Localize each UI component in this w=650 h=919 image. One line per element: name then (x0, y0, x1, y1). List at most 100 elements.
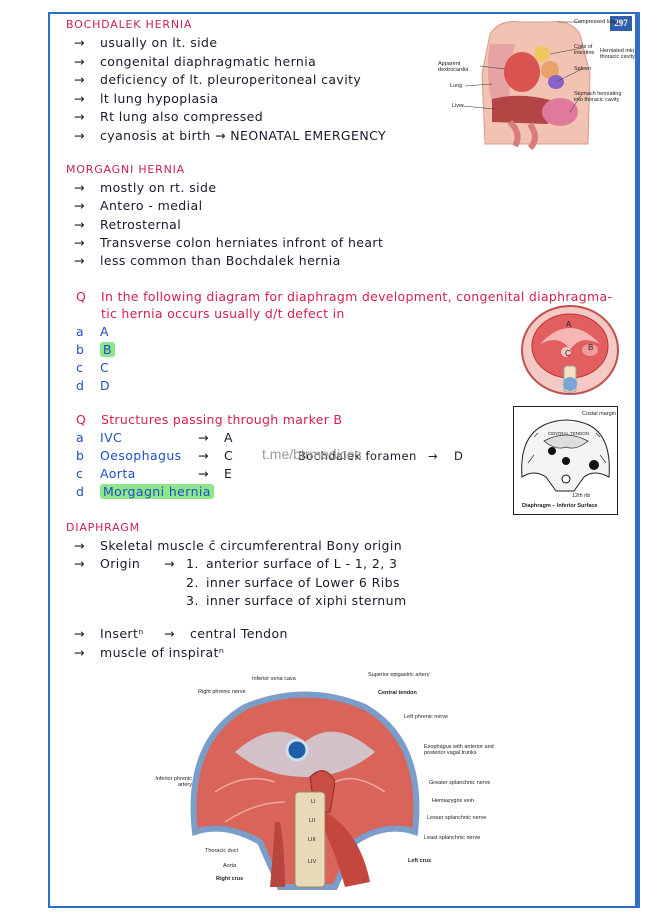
bochdalek-point: → cyanosis at birth → NEONATAL EMERGENCY (74, 128, 386, 143)
q2-option-letter: c (76, 466, 84, 481)
q1-label: Q (76, 289, 87, 304)
label-greater-splanchnic: Greater splanchnic nerve (429, 780, 491, 786)
q2-option-target: C (224, 448, 234, 463)
bochdalek-point-text: congenital diaphragmatic hernia (100, 53, 317, 69)
fig1-label-c: C (565, 349, 571, 358)
label-coils: Coils of intestine (574, 44, 595, 56)
q2-option-target: E (224, 466, 233, 481)
fig1-label-b: B (588, 343, 594, 352)
morgagni-point: →Retrosternal (74, 217, 181, 232)
diaphragm-muscle-inspiration: →muscle of inspiratⁿ (74, 645, 225, 660)
arrow-icon: → (74, 53, 85, 69)
arrow-icon: → (74, 180, 85, 195)
bochdalek-point-text: lt lung hypoplasia (100, 90, 219, 106)
q2-option-target: A (224, 430, 233, 445)
q2-text: Structures passing through marker B (101, 412, 343, 427)
q1-option-letter: d (76, 378, 85, 393)
insertion-target: →central Tendon (164, 626, 288, 641)
label-lung: Lung (450, 83, 463, 89)
origin-text: inner surface of Lower 6 Ribs (206, 574, 400, 590)
morgagni-point-text: less common than Bochdalek hernia (100, 253, 341, 269)
label-central-tendon: Central tendon (378, 690, 417, 696)
diaphragm-title: DIAPHRAGM (66, 521, 140, 534)
morgagni-point: → less common than Bochdalek hernia (74, 253, 341, 268)
label-aorta: Aorta (223, 863, 237, 869)
bochdalek-point-text: usually on lt. side (100, 35, 218, 50)
diaphragm-insertion: →Insertⁿ (74, 626, 144, 641)
diaphragm-anatomy-figure (190, 691, 420, 890)
label-least-splanchnic: Least splanchnic nerve (424, 835, 481, 841)
morgagni-point: → Transverse colon herniates infront of h… (74, 235, 383, 250)
q1-text-line2: tic hernia occurs usually d/t defect in (101, 306, 345, 321)
arrow-icon: → (74, 35, 85, 50)
q2-option-arrow: →C (198, 448, 233, 463)
diaphragm-inferior-figure: Costal margin CENTRAL TENDON 12th rib Di… (513, 406, 618, 515)
label-superior-epigastric: Superior epigastric artery (368, 672, 430, 678)
q2-option-arrow: →E (198, 466, 232, 481)
q2-option-text: IVC (100, 430, 123, 445)
label-central-tendon-small: CENTRAL TENDON (548, 431, 590, 436)
arrow-icon: → (74, 72, 85, 87)
q1-text-line1: In the following diagram for diaphragm d… (101, 289, 613, 304)
diaphragm-development-figure (521, 305, 619, 395)
q1-option-letter: b (76, 342, 85, 357)
label-costal-margin: Costal margin (582, 411, 616, 417)
morgagni-point-text: Transverse colon herniates infront of he… (100, 234, 384, 250)
origin-text: anterior surface of L - 1, 2, 3 (206, 556, 398, 571)
bochdalek-point: → congenital diaphragmatic hernia (74, 54, 316, 69)
morgagni-point-text: Antero - medial (100, 198, 203, 214)
q1-option-letter: c (76, 360, 84, 375)
q2-label: Q (76, 412, 87, 427)
origin-number: 2. (186, 574, 199, 590)
bochdalek-hernia-figure (461, 21, 591, 151)
label-lesser-splanchnic: Lesser splanchnic nerve (427, 815, 487, 821)
arrow-icon: → (198, 466, 209, 481)
arrow-icon: → (74, 90, 85, 106)
bochdalek-foramen-note: Bochdalek foramen (298, 449, 417, 463)
origin-item: 2. inner surface of Lower 6 Ribs (186, 575, 400, 590)
label-l3: LIII (308, 837, 316, 843)
q1-option-text: B (100, 342, 115, 357)
q2-option-arrow: →A (198, 430, 233, 445)
bochdalek-point-text: cyanosis at birth → NEONATAL EMERGENCY (100, 127, 387, 143)
arrow-icon: → (74, 234, 85, 250)
q1-option-text: A (100, 324, 109, 339)
label-apparent-dextrocardia: Apparent dextrocardia (438, 61, 469, 73)
morgagni-title: MORGAGNI HERNIA (66, 163, 186, 176)
label-thoracic-duct: Thoracic duct (205, 848, 239, 854)
q2-option-letter: d (76, 484, 85, 499)
label-liver: Liver (452, 103, 464, 109)
q2-option-text: Morgagni hernia (100, 484, 214, 499)
q1-option-text: C (100, 360, 110, 375)
morgagni-point: →mostly on rt. side (74, 180, 216, 195)
label-12th-rib: 12th rib (572, 493, 591, 499)
origin-text: inner surface of xiphi sternum (206, 593, 407, 608)
origin-item: 1. anterior surface of L - 1, 2, 3 (186, 556, 397, 571)
label-inferior-phrenic: Inferior phrenic artery (155, 776, 192, 788)
bochdalek-point: → deficiency of lt. pleuroperitoneal cavi… (74, 72, 361, 87)
arrow-icon: → (74, 253, 85, 269)
label-ivc: Inferior vena cava (252, 676, 296, 682)
label-right-crus: Right crus (216, 876, 244, 882)
origin-arrow: → (164, 556, 175, 571)
bochdalek-point-text: deficiency of lt. pleuroperitoneal cavit… (100, 72, 362, 87)
arrow-icon: → (74, 127, 85, 143)
label-esophagus: Esophagus with anterior and posterior va… (424, 744, 494, 756)
origin-number: 1. (186, 556, 199, 571)
q2-option-letter: b (76, 448, 85, 463)
origin-number: 3. (186, 593, 199, 608)
watermark: t.me/btrmedicos (262, 446, 362, 462)
bochdalek-point: → usually on lt. side (74, 35, 217, 50)
arrow-icon: → (198, 430, 209, 445)
arrow-icon: → (74, 216, 85, 232)
q2-option: d Morgagni hernia (76, 484, 214, 499)
label-l1: LI (311, 799, 316, 805)
bochdalek-point: →Rt lung also compressed (74, 109, 263, 124)
label-left-phrenic: Left phrenic nerve (404, 714, 449, 720)
